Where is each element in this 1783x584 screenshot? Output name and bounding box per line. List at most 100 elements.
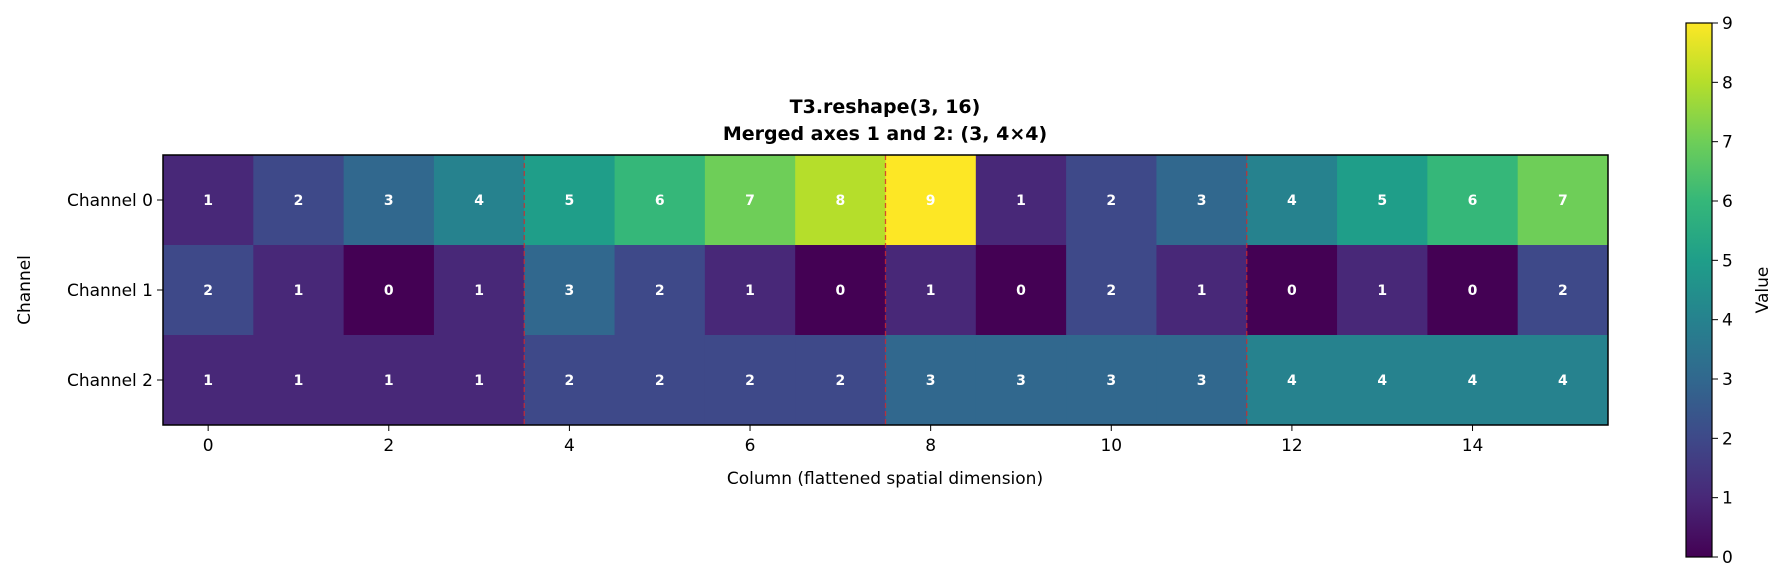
- heatmap-cell: [433, 245, 525, 336]
- cell-value-label: 2: [655, 373, 665, 389]
- cell-value-label: 1: [474, 373, 484, 389]
- cell-value-label: 3: [1197, 373, 1207, 389]
- heatmap-cell: [1156, 245, 1248, 336]
- x-tick-label: 4: [564, 436, 575, 456]
- cell-value-label: 1: [1197, 283, 1207, 299]
- cell-value-label: 0: [384, 283, 394, 299]
- cell-value-label: 2: [835, 373, 845, 389]
- y-tick-label: Channel 1: [67, 281, 153, 301]
- cell-value-label: 6: [1468, 193, 1478, 209]
- cell-value-label: 5: [565, 193, 575, 209]
- cell-value-label: 4: [474, 193, 484, 209]
- heatmap-cell: [433, 155, 525, 246]
- heatmap-cell: [1246, 335, 1338, 426]
- heatmap-cell: [524, 335, 616, 426]
- colorbar-tick-label: 3: [1722, 370, 1733, 390]
- cell-value-label: 4: [1287, 193, 1297, 209]
- y-tick-label: Channel 0: [67, 191, 153, 211]
- heatmap-cell: [524, 245, 616, 336]
- heatmap-cell: [885, 245, 977, 336]
- heatmap-cell: [253, 335, 345, 426]
- cell-value-label: 2: [655, 283, 665, 299]
- heatmap-cell: [524, 155, 616, 246]
- cell-value-label: 3: [1197, 193, 1207, 209]
- heatmap-cell: [795, 335, 886, 426]
- cell-value-label: 2: [565, 373, 575, 389]
- cell-value-label: 1: [203, 373, 213, 389]
- x-tick-label: 0: [203, 436, 214, 456]
- heatmap-cell: [1156, 335, 1248, 426]
- heatmap-cell: [795, 155, 886, 246]
- cell-value-label: 7: [745, 193, 755, 209]
- heatmap-cell: [1156, 155, 1248, 246]
- colorbar-tick-label: 1: [1722, 489, 1733, 509]
- heatmap-cell: [704, 335, 796, 426]
- cell-value-label: 0: [1016, 283, 1026, 299]
- cell-value-label: 4: [1287, 373, 1297, 389]
- y-tick-label: Channel 2: [67, 371, 153, 391]
- heatmap-cell: [163, 155, 254, 246]
- heatmap-cell: [343, 155, 435, 246]
- cell-value-label: 1: [294, 283, 304, 299]
- x-tick-label: 2: [383, 436, 394, 456]
- cell-value-label: 2: [745, 373, 755, 389]
- heatmap-cell: [1337, 335, 1428, 426]
- chart-title-line-1: T3.reshape(3, 16): [790, 96, 981, 118]
- colorbar-tick-label: 6: [1722, 192, 1733, 212]
- cell-value-label: 2: [294, 193, 304, 209]
- heatmap-cell: [704, 155, 796, 246]
- heatmap-cell: [433, 335, 525, 426]
- cell-value-label: 7: [1558, 193, 1568, 209]
- cell-value-label: 1: [203, 193, 213, 209]
- heatmap-cell: [614, 245, 706, 336]
- cell-value-label: 4: [1468, 373, 1478, 389]
- x-tick-label: 6: [745, 436, 756, 456]
- cell-value-label: 1: [1377, 283, 1387, 299]
- heatmap-cell: [704, 245, 796, 336]
- cell-value-label: 0: [835, 283, 845, 299]
- x-tick-label: 10: [1100, 436, 1122, 456]
- cell-value-label: 3: [384, 193, 394, 209]
- heatmap-cell: [163, 335, 254, 426]
- colorbar-tick-label: 2: [1722, 429, 1733, 449]
- heatmap-cell: [1427, 155, 1519, 246]
- heatmap-cell: [1337, 155, 1428, 246]
- heatmap-cell: [1066, 155, 1157, 246]
- heatmap-cell: [1517, 245, 1609, 336]
- heatmap-cell: [1246, 245, 1338, 336]
- x-tick-label: 8: [925, 436, 936, 456]
- heatmap-cell: [975, 245, 1067, 336]
- cell-value-label: 2: [1106, 283, 1116, 299]
- heatmap-cell: [795, 245, 886, 336]
- heatmap-cell: [1337, 245, 1428, 336]
- cell-value-label: 5: [1377, 193, 1387, 209]
- heatmap-cell: [1427, 335, 1519, 426]
- colorbar-tick-label: 5: [1722, 251, 1733, 271]
- cell-value-label: 8: [835, 193, 845, 209]
- heatmap-cell: [253, 245, 345, 336]
- cell-value-label: 3: [1016, 373, 1026, 389]
- colorbar-tick-label: 0: [1722, 548, 1733, 568]
- cell-value-label: 3: [565, 283, 575, 299]
- heatmap-cell: [1517, 155, 1609, 246]
- colorbar-tick-label: 4: [1722, 311, 1733, 331]
- cell-value-label: 3: [926, 373, 936, 389]
- cell-value-label: 0: [1468, 283, 1478, 299]
- cell-value-label: 1: [294, 373, 304, 389]
- cell-value-label: 3: [1106, 373, 1116, 389]
- cell-value-label: 1: [384, 373, 394, 389]
- cell-value-label: 9: [926, 193, 936, 209]
- heatmap-cell: [614, 155, 706, 246]
- heatmap-cell: [1427, 245, 1519, 336]
- heatmap-cell: [1246, 155, 1338, 246]
- heatmap-cell: [1517, 335, 1609, 426]
- heatmap-cell: [885, 335, 977, 426]
- heatmap-cell: [975, 335, 1067, 426]
- heatmap-cell: [253, 155, 345, 246]
- cell-value-label: 0: [1287, 283, 1297, 299]
- colorbar-tick-label: 9: [1722, 14, 1733, 34]
- heatmap-cell: [163, 245, 254, 336]
- cell-value-label: 2: [203, 283, 213, 299]
- heatmap-cell: [1066, 245, 1157, 336]
